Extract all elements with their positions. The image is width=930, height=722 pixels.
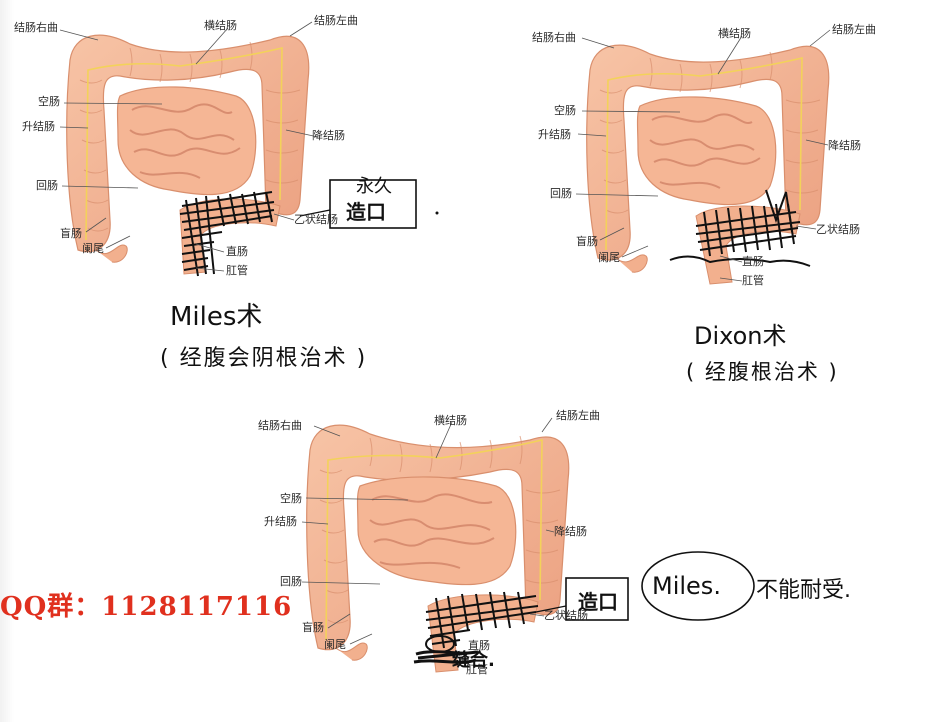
label-ileum: 回肠 (36, 179, 58, 192)
procedure-name-miles: Miles术 (170, 302, 263, 332)
colon-illustration (301, 417, 755, 673)
procedure-subtitle-miles: ( 经腹会阴根治术 ) (160, 346, 368, 371)
qq-group-watermark: QQ群：1128117116 (0, 592, 293, 622)
note-stoma: 造口 (346, 200, 386, 224)
note-cannot-tolerate: 不能耐受. (756, 578, 851, 603)
label-jejunum: 空肠 (38, 95, 60, 108)
procedure-subtitle-dixon: ( 经腹根治术 ) (686, 360, 839, 384)
label-ileum: 回肠 (280, 575, 302, 588)
label-right-flexure: 结肠右曲 (532, 31, 576, 44)
procedure-name-dixon: Dixon术 (694, 322, 787, 350)
label-rectum: 直肠 (468, 639, 490, 652)
label-descending: 降结肠 (312, 129, 345, 142)
label-appendix: 阑尾 (324, 638, 346, 651)
label-descending: 降结肠 (828, 139, 861, 152)
note-miles: Miles. (652, 572, 721, 600)
panel-miles: 结肠右曲 横结肠 结肠左曲 空肠 升结肠 降结肠 回肠 盲肠 阑尾 乙状结肠 直… (0, 0, 460, 380)
label-transverse: 横结肠 (204, 19, 237, 32)
label-transverse: 横结肠 (718, 27, 751, 40)
label-ileum: 回肠 (550, 187, 572, 200)
label-cecum: 盲肠 (576, 235, 598, 248)
label-rectum: 直肠 (226, 245, 248, 258)
label-right-flexure: 结肠右曲 (14, 21, 58, 34)
label-jejunum: 空肠 (554, 104, 576, 117)
label-anal-canal: 肛管 (466, 663, 488, 676)
colon-illustration (59, 21, 439, 277)
label-ascending: 升结肠 (22, 120, 55, 133)
miles-circle (641, 551, 755, 621)
label-jejunum: 空肠 (280, 492, 302, 505)
small-intestine (356, 476, 517, 586)
panel-stoma-closure: 结肠右曲 横结肠 结肠左曲 空肠 升结肠 降结肠 回肠 盲肠 阑尾 乙状结肠 直… (240, 400, 930, 722)
label-sigmoid: 乙状结肠 (544, 609, 588, 622)
label-left-flexure: 结肠左曲 (556, 409, 600, 422)
label-cecum: 盲肠 (302, 621, 324, 634)
large-intestine (586, 44, 830, 261)
label-ascending: 升结肠 (538, 128, 571, 141)
colon-illustration (575, 29, 831, 285)
small-intestine (116, 86, 257, 196)
label-sigmoid: 乙状结肠 (294, 213, 338, 226)
panel-dixon: 结肠右曲 横结肠 结肠左曲 空肠 升结肠 降结肠 回肠 盲肠 阑尾 乙状结肠 直… (520, 0, 930, 400)
label-appendix: 阑尾 (82, 242, 104, 255)
label-rectum: 直肠 (742, 255, 764, 268)
label-cecum: 盲肠 (60, 227, 82, 240)
note-permanent: 永久 (356, 176, 392, 197)
note-suture: 缝合. (452, 650, 495, 671)
label-left-flexure: 结肠左曲 (832, 23, 876, 36)
label-sigmoid: 乙状结肠 (816, 223, 860, 236)
label-transverse: 横结肠 (434, 414, 467, 427)
label-anal-canal: 肛管 (226, 264, 248, 277)
label-descending: 降结肠 (554, 525, 587, 538)
label-ascending: 升结肠 (264, 515, 297, 528)
label-anal-canal: 肛管 (742, 274, 764, 287)
note-stoma: 造口 (578, 590, 618, 614)
small-intestine (636, 96, 777, 206)
label-appendix: 阑尾 (598, 251, 620, 264)
label-right-flexure: 结肠右曲 (258, 419, 302, 432)
stoma-box (329, 179, 417, 229)
left-edge-shadow (0, 0, 14, 722)
label-left-flexure: 结肠左曲 (314, 14, 358, 27)
stoma-box (565, 577, 629, 621)
